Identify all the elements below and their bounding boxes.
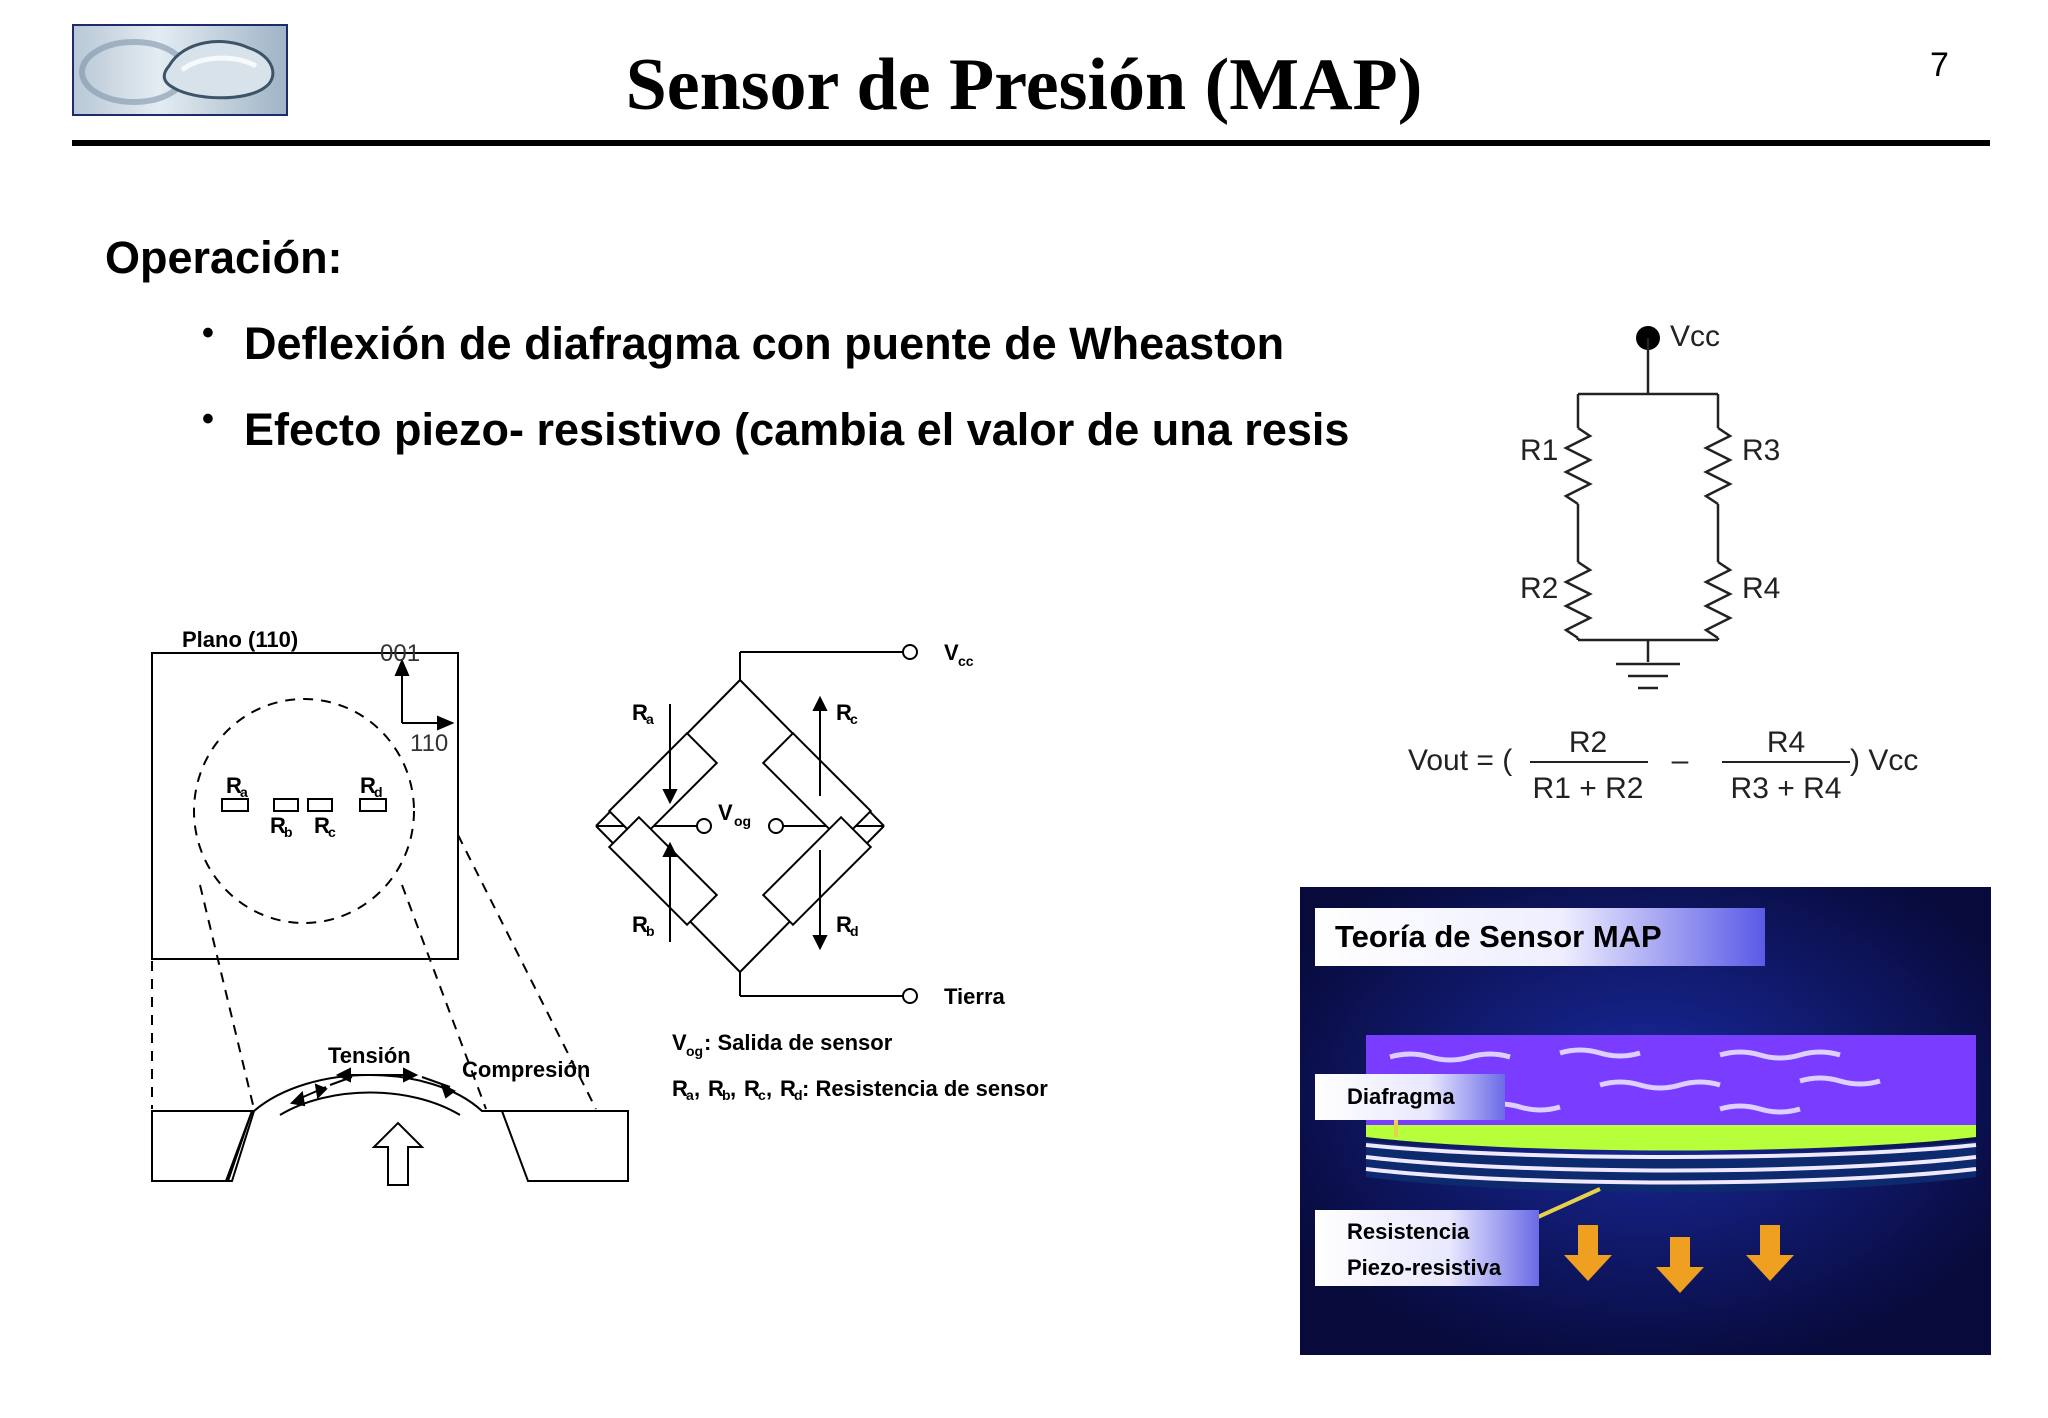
vog-terminal-left-icon — [696, 818, 712, 834]
legend2-rc-sub: c — [758, 1087, 766, 1103]
ra-sub: a — [240, 784, 248, 800]
bullet-text: Deflexión de diafragma con puente de Whe… — [244, 318, 1285, 369]
r4-resistor-icon — [1703, 560, 1733, 640]
r3-resistor-icon — [1703, 426, 1733, 506]
photo-title: Teoría de Sensor MAP — [1315, 908, 1765, 966]
compression-label: Compresión — [462, 1057, 590, 1082]
svg-text:,: , — [730, 1076, 736, 1101]
svg-text:,: , — [766, 1076, 772, 1101]
resistance-tag-line2: Piezo-resistiva — [1347, 1255, 1502, 1280]
rd-sub: d — [850, 923, 859, 939]
vcc-sub: cc — [958, 653, 974, 669]
bridge-figure: V cc R a R c V og R b R d Tierra V og : … — [595, 640, 1048, 1103]
resistance-tag-line1: Resistencia — [1347, 1219, 1470, 1244]
legend2-rb: R — [708, 1076, 724, 1101]
rb-resistor-icon — [607, 815, 719, 927]
rb-label: R — [632, 912, 648, 937]
legend1-v: V — [672, 1030, 687, 1055]
resistance-tag: Resistencia Piezo-resistiva — [1315, 1210, 1539, 1286]
rd-label: R — [836, 912, 852, 937]
rb-label: R — [270, 813, 286, 838]
legend2-rc: R — [744, 1076, 760, 1101]
plane-square — [151, 652, 459, 960]
rb-sub: b — [646, 923, 655, 939]
ra-resistor-icon — [607, 731, 719, 843]
rd-sub: d — [374, 784, 383, 800]
ra-sub: a — [646, 711, 654, 727]
legend2-rd-sub: d — [794, 1087, 803, 1103]
r1-label: R1 — [1520, 434, 1558, 467]
ground-label: Tierra — [944, 984, 1006, 1009]
bullet-text: Efecto piezo- resistivo (cambia el valor… — [244, 404, 1350, 455]
bullet-item: Deflexión de diafragma con puente de Whe… — [196, 318, 1396, 404]
resistor-rb-icon — [273, 798, 299, 812]
r3-label: R3 — [1742, 434, 1780, 467]
vcc-label: Vcc — [1670, 320, 1720, 353]
resistor-ra-icon — [221, 798, 249, 812]
rd-label: R — [360, 773, 376, 798]
direction-001-label: 001 — [380, 640, 420, 667]
slide-title: Sensor de Presión (MAP) — [625, 44, 1423, 126]
ra-label: R — [632, 700, 648, 725]
vog-terminal-right-icon — [768, 818, 784, 834]
title-divider — [72, 140, 1990, 146]
vog-sub: og — [734, 813, 751, 829]
legend1-text: : Salida de sensor — [704, 1030, 893, 1055]
diaphragm-figure: Plano (110) 001 110 R a R b R c R d Tens… — [151, 627, 629, 1186]
pressure-arrows-icon — [1564, 1225, 1794, 1293]
r2-label: R2 — [1520, 572, 1558, 605]
r2-resistor-icon — [1563, 560, 1593, 640]
vog-label: V — [718, 800, 733, 825]
company-logo — [72, 24, 288, 116]
legend2-rd: R — [780, 1076, 796, 1101]
formula-num2: R4 — [1767, 726, 1805, 759]
vcc-label: V — [944, 640, 959, 665]
wheatstone-circuit: Vcc R1 R2 R3 R4 Vout = ( R2 R1 + R2 – R4… — [1408, 320, 1918, 805]
page-number: 7 — [1930, 46, 1949, 84]
ground-terminal-icon — [902, 988, 918, 1004]
svg-text:,: , — [694, 1076, 700, 1101]
vout-formula: Vout = ( R2 R1 + R2 – R4 R3 + R4 ) Vcc — [1408, 726, 1918, 805]
legend2-text: : Resistencia de sensor — [802, 1076, 1048, 1101]
resistor-rc-icon — [307, 798, 333, 812]
formula-prefix: Vout = ( — [1408, 744, 1512, 777]
diaphragm-tag: Diafragma — [1315, 1074, 1505, 1120]
rc-sub: c — [850, 711, 858, 727]
r1-resistor-icon — [1563, 426, 1593, 506]
diaphragm-circle — [193, 698, 415, 924]
formula-minus: – — [1672, 744, 1689, 777]
rc-label: R — [314, 813, 330, 838]
legend2-ra: R — [672, 1076, 688, 1101]
ra-label: R — [226, 773, 242, 798]
diaphragm-green-layer — [1366, 1125, 1976, 1151]
formula-suffix: ) Vcc — [1850, 744, 1918, 777]
pressure-arrow-icon — [371, 1121, 425, 1186]
vcc-terminal-icon — [902, 644, 918, 660]
direction-110-label: 110 — [410, 730, 448, 757]
formula-den2: R3 + R4 — [1731, 772, 1842, 805]
rd-resistor-icon — [761, 815, 873, 927]
rb-sub: b — [284, 824, 293, 840]
plane-label: Plano (110) — [182, 627, 298, 652]
resistor-rd-icon — [359, 798, 387, 812]
rc-sub: c — [328, 824, 336, 840]
legend1-sub: og — [686, 1043, 703, 1059]
rc-resistor-icon — [761, 731, 873, 843]
section-heading: Operación: — [105, 232, 343, 283]
bullet-list: Deflexión de diafragma con puente de Whe… — [196, 318, 1396, 468]
ground-icon — [1616, 662, 1680, 690]
tension-label: Tensión — [328, 1043, 411, 1068]
bullet-item: Efecto piezo- resistivo (cambia el valor… — [196, 400, 1396, 468]
formula-den1: R1 + R2 — [1533, 772, 1644, 805]
legend2-rb-sub: b — [722, 1087, 731, 1103]
r4-label: R4 — [1742, 572, 1780, 605]
rc-label: R — [836, 700, 852, 725]
formula-num1: R2 — [1569, 726, 1607, 759]
legend2-ra-sub: a — [686, 1087, 694, 1103]
